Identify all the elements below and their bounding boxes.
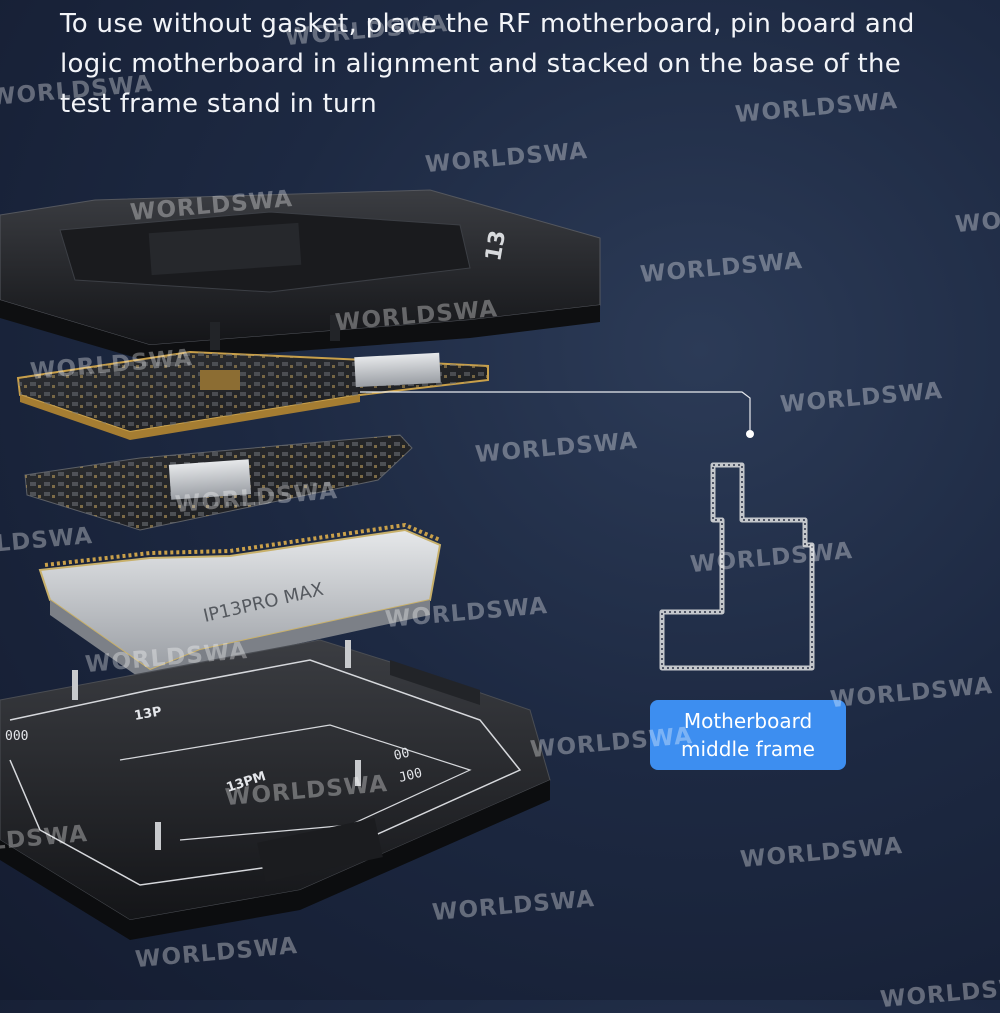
- alignment-pin: [355, 760, 361, 786]
- instruction-text: To use without gasket, place the RF moth…: [60, 9, 915, 119]
- top-test-frame: 13: [0, 189, 601, 362]
- callout-line-2: middle frame: [681, 737, 815, 761]
- alignment-pin: [155, 822, 161, 850]
- logic-motherboard: [24, 434, 413, 531]
- brand-mark-13: 13: [481, 229, 511, 264]
- callout-line-1: Motherboard: [683, 709, 813, 733]
- svg-text:13: 13: [481, 229, 511, 264]
- rf-motherboard: [16, 350, 489, 440]
- pin-board: IP13PRO MAX: [38, 522, 442, 685]
- base-test-stand: 13P 13PM 000 00 J00: [0, 639, 551, 940]
- middle-frame-callout: Motherboard middle frame: [650, 700, 846, 770]
- alignment-pin: [72, 670, 78, 700]
- callout-leader-line: [360, 391, 754, 438]
- base-label-13p: 13P: [133, 704, 163, 724]
- base-marks-right-1: 00: [392, 746, 411, 764]
- motherboard-middle-frame: [659, 462, 815, 671]
- base-marks-right-2: J00: [397, 766, 423, 786]
- base-marks-left: 000: [5, 729, 28, 744]
- alignment-pin: [345, 640, 351, 668]
